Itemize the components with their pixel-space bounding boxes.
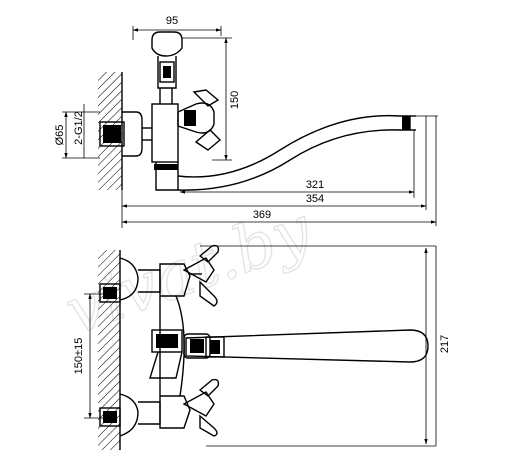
dim-217-label: 217 <box>439 335 451 353</box>
watermark: vivat.by <box>57 193 322 350</box>
dim-centers-label: 150±15 <box>73 338 85 375</box>
dim-150-label: 150 <box>229 91 241 109</box>
spout-front <box>185 329 429 363</box>
dim-thread-label: 2-G1/2 <box>73 111 85 145</box>
side-view: 95 150 Ø65 2-G1/2 321 354 369 <box>54 15 438 228</box>
dim-369-label: 369 <box>253 209 271 221</box>
wall-hatch-bottom <box>98 250 120 450</box>
front-view: 217 150±15 <box>73 244 451 450</box>
dim-95-label: 95 <box>166 15 178 27</box>
dim-354-label: 354 <box>306 193 324 205</box>
dim-321-label: 321 <box>306 179 324 191</box>
dim-diameter-label: Ø65 <box>54 125 66 146</box>
